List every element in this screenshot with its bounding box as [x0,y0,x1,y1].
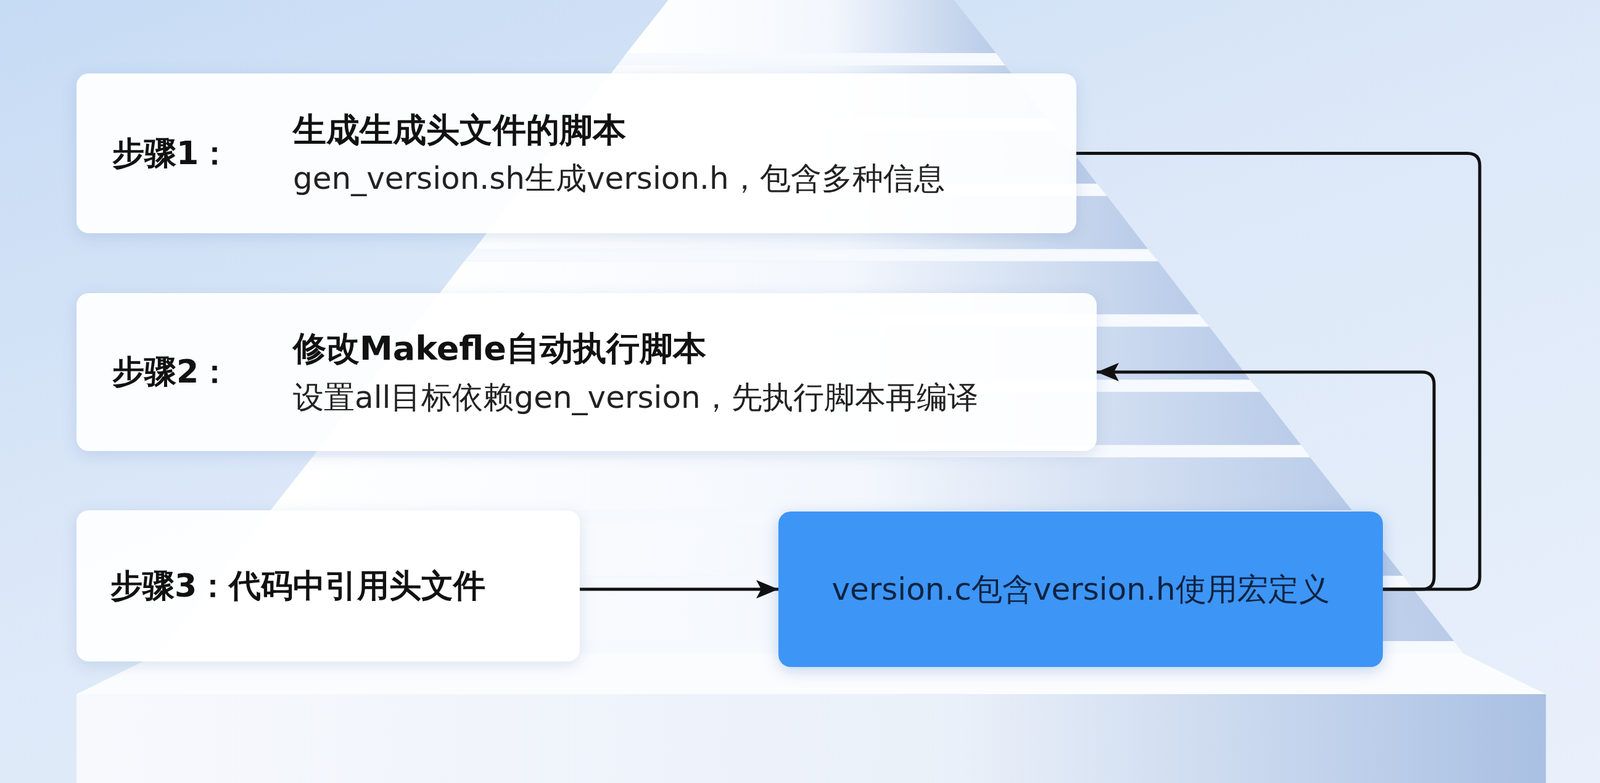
process-box: version.c包含version.h使用宏定义 [778,511,1383,667]
step-label: 步骤2： [112,350,293,394]
step-label: 步骤3：代码中引用头文件 [110,564,486,608]
pyramid-ledge [464,249,1159,262]
step-description: gen_version.sh生成version.h，包含多种信息 [292,159,945,198]
step-content: 生成生成头文件的脚本 gen_version.sh生成version.h，包含多种… [292,109,945,198]
step-label: 步骤1： [112,131,293,176]
pyramid-base [76,693,1546,783]
highlight-text: version.c包含version.h使用宏定义 [831,568,1330,611]
process-box: 步骤3：代码中引用头文件 [76,510,580,662]
pyramid-step [270,457,1353,511]
step-heading: 修改Makefle自动执行脚本 [292,327,979,370]
pyramid-step [626,0,997,54]
step-description: 设置all目标依赖gen_version，先执行脚本再编译 [292,378,979,417]
process-box: 步骤1：生成生成头文件的脚本 gen_version.sh生成version.h，… [76,73,1077,234]
step-content: 修改Makefle自动执行脚本设置all目标依赖gen_version，先执行脚… [292,327,979,417]
flow-arrow [579,587,779,591]
process-box: 步骤2：修改Makefle自动执行脚本设置all目标依赖gen_version，… [76,292,1097,451]
step-heading: 生成生成头文件的脚本 [292,109,945,152]
pyramid-steps [76,0,1546,783]
pyramid-ledge [617,53,1006,66]
